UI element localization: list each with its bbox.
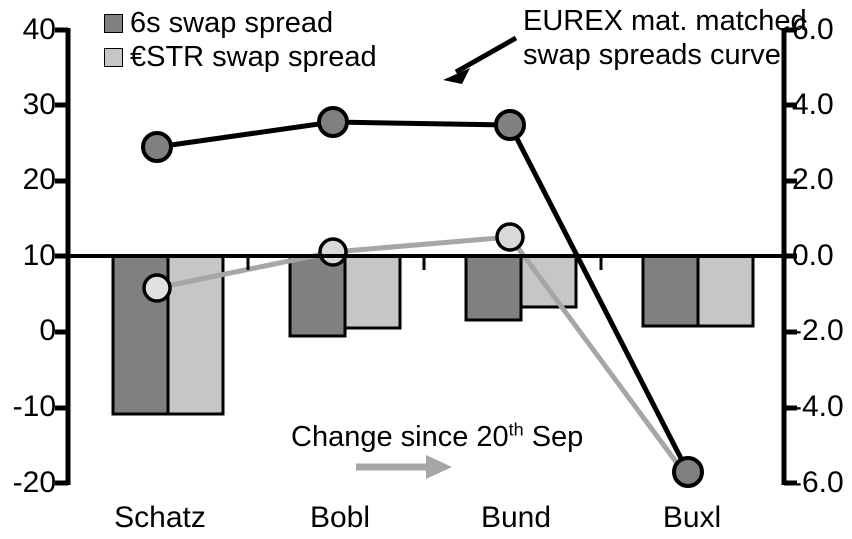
x-axis-label-buxl: Buxl bbox=[662, 501, 722, 534]
bar-estr-buxl bbox=[696, 254, 755, 328]
y-axis-left-tick-10: 10 bbox=[22, 239, 56, 272]
y-axis-right-tick-0: 0.0 bbox=[792, 239, 834, 272]
square-swatch-icon bbox=[104, 13, 123, 33]
square-swatch-icon bbox=[104, 47, 123, 67]
y-axis-right-tick-4: 4.0 bbox=[792, 88, 834, 121]
legend-label-estr-swap-spread: €STR swap spread bbox=[130, 40, 377, 73]
line-eurex-curve bbox=[156, 119, 691, 474]
y-axis-left-tick-neg10: -10 bbox=[12, 390, 56, 423]
annotation-eurex-curve-line2: swap spreads curve bbox=[523, 39, 781, 72]
bar-6s-buxl bbox=[641, 254, 700, 328]
y-axis-right-tick-6: 6.0 bbox=[792, 13, 834, 46]
marker-eurex-bund bbox=[494, 109, 526, 141]
bar-6s-bobl bbox=[288, 254, 347, 338]
annotation-change-since: Change since 20th Sep bbox=[291, 420, 584, 453]
y-axis-left-tick-neg20: -20 bbox=[12, 466, 56, 499]
annotation-change-suffix: Sep bbox=[523, 421, 584, 453]
annotation-change-prefix: Change since 20 bbox=[291, 421, 509, 453]
marker-eurex-schatz bbox=[141, 131, 173, 163]
marker-eurex-bobl bbox=[317, 106, 349, 138]
marker-estr-bobl bbox=[318, 237, 348, 267]
annotation-eurex-curve: EUREX mat. matched swap spreads curve bbox=[523, 4, 807, 72]
marker-estr-schatz bbox=[142, 273, 172, 303]
legend-label-6s-swap-spread: 6s swap spread bbox=[130, 6, 334, 39]
legend-item-6s-swap-spread: 6s swap spread bbox=[104, 6, 377, 40]
y-axis-left-tick-20: 20 bbox=[22, 163, 56, 196]
x-axis-label-bobl: Bobl bbox=[309, 501, 371, 534]
annotation-change-ordinal: th bbox=[508, 419, 524, 440]
y-axis-left-tick-30: 30 bbox=[22, 88, 56, 121]
y-axis-left-tick-40: 40 bbox=[22, 13, 56, 46]
y-axis-right-tick-neg6: -6.0 bbox=[792, 466, 844, 499]
legend: 6s swap spread €STR swap spread bbox=[104, 6, 377, 74]
annotation-eurex-curve-line1: EUREX mat. matched bbox=[523, 5, 807, 37]
change-arrow-icon bbox=[356, 455, 452, 479]
y-axis-right-tick-2: 2.0 bbox=[792, 163, 834, 196]
x-axis-label-bund: Bund bbox=[480, 501, 552, 534]
legend-item-estr-swap-spread: €STR swap spread bbox=[104, 40, 377, 74]
y-axis-right-tick-neg2: -2.0 bbox=[792, 314, 844, 347]
marker-estr-bund bbox=[495, 222, 525, 252]
x-axis-label-schatz: Schatz bbox=[114, 501, 206, 534]
annotation-pointer-arrow-icon bbox=[443, 35, 518, 84]
bar-6s-bund bbox=[464, 254, 523, 322]
y-axis-left-tick-0: 0 bbox=[39, 314, 56, 347]
marker-eurex-buxl bbox=[672, 456, 704, 488]
line-estr-curve bbox=[156, 234, 691, 480]
bar-estr-bobl bbox=[343, 254, 402, 330]
y-axis-right-tick-neg4: -4.0 bbox=[792, 390, 844, 423]
